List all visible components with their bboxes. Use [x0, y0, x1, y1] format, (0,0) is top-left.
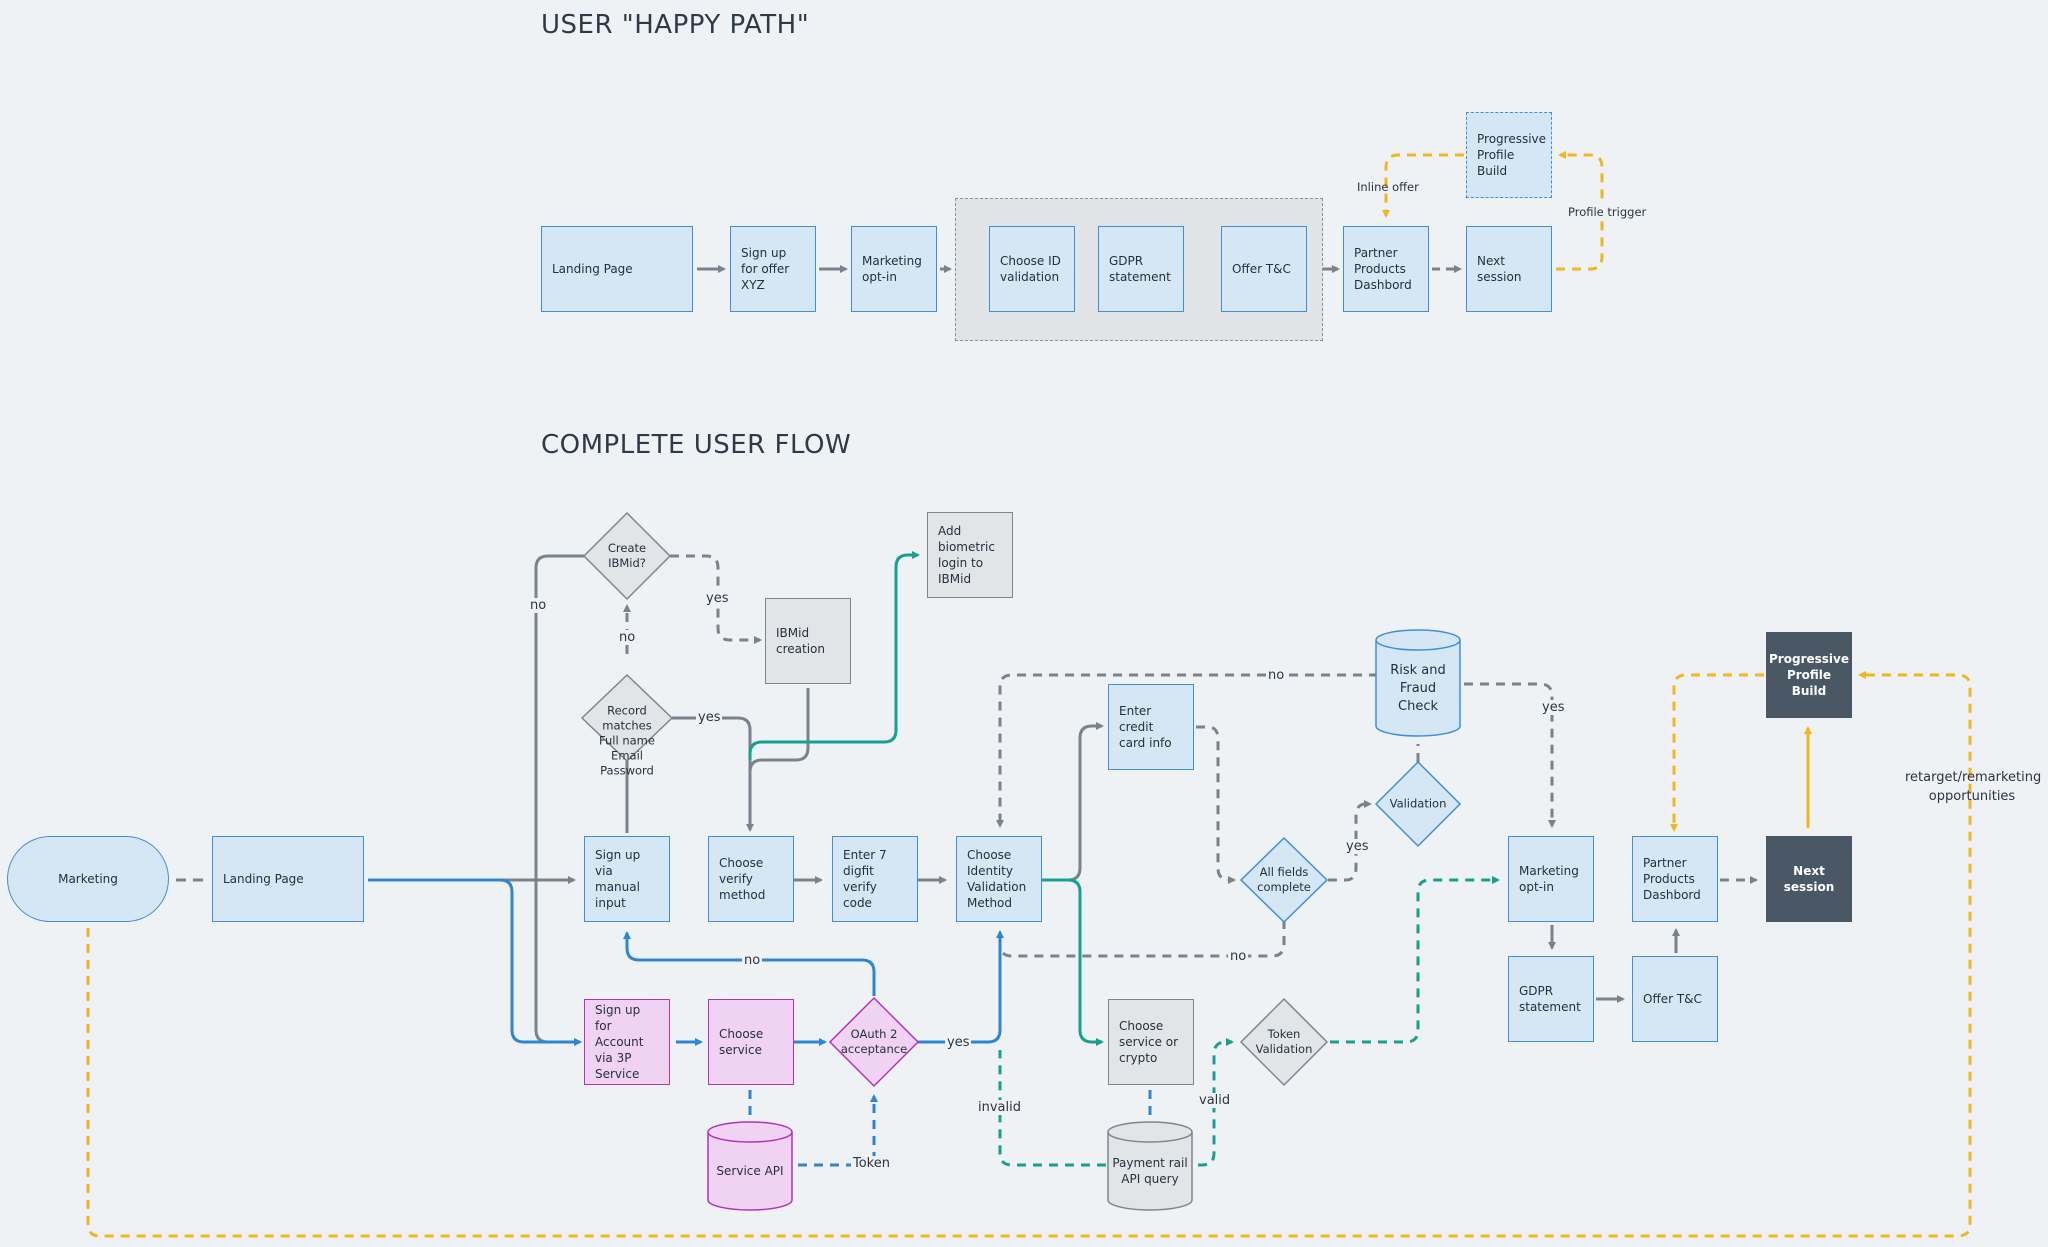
hp-sign-up-offer[interactable]: Sign up for offer XYZ — [730, 226, 816, 312]
offer-tc-node[interactable]: Offer T&C — [1632, 956, 1718, 1042]
edge-api-token — [798, 1094, 878, 1167]
edge-label-yes-record: yes — [696, 710, 723, 725]
edge-label-no-risk: no — [1266, 668, 1287, 683]
edge-payment-invalid — [998, 1050, 1106, 1167]
edge-oauth-yes — [918, 930, 1004, 1044]
create-ibmid-label: Create IBMid? — [607, 541, 647, 570]
edge-verify-biometric — [748, 551, 920, 760]
record-matches-diamond — [580, 673, 674, 763]
edge-label-no-allfields: no — [1228, 949, 1249, 964]
hp-profile-trigger-label: Profile trigger — [1566, 205, 1649, 220]
service-api-label: Service API — [716, 1164, 784, 1178]
validation-label: Validation — [1389, 796, 1447, 811]
sign-up-3p-node[interactable]: Sign up for Account via 3P Service — [584, 999, 670, 1085]
all-fields-label: All fields complete — [1257, 865, 1311, 894]
edge-label-yes-allfields: yes — [1344, 839, 1371, 854]
hp-marketing-optin[interactable]: Marketing opt-in — [851, 226, 937, 312]
edge-hp-inline-offer — [1382, 153, 1464, 218]
enter-code-node[interactable]: Enter 7 digfit verify code — [832, 836, 918, 922]
edge-retarget-loop — [86, 671, 1972, 1238]
partner-dashboard-node[interactable]: Partner Products Dashbord — [1632, 836, 1718, 922]
hp-landing-page[interactable]: Landing Page — [541, 226, 693, 312]
all-fields-diamond — [1239, 836, 1329, 924]
token-validation-diamond — [1239, 997, 1329, 1087]
edge-label-valid: valid — [1197, 1093, 1233, 1108]
edge-token-optin — [1330, 876, 1500, 1044]
add-biometric-node[interactable]: Add biometric login to IBMid — [927, 512, 1013, 598]
choose-verify-node[interactable]: Choose verify method — [708, 836, 794, 922]
progressive-profile-node[interactable]: Progressive Profile Build — [1766, 632, 1852, 718]
edge-ibmid-verify — [748, 688, 810, 800]
edge-landing-3p — [368, 878, 582, 1046]
hp-partner-dashboard[interactable]: Partner Products Dashbord — [1343, 226, 1429, 312]
edge-label-yes-oauth: yes — [945, 1035, 972, 1050]
choose-service-crypto-node[interactable]: Choose service or crypto — [1108, 999, 1194, 1085]
risk-fraud-label: Risk and Fraud Check — [1390, 663, 1446, 714]
token-validation-label: Token Validation — [1255, 1027, 1313, 1056]
hp-next-session[interactable]: Next session — [1466, 226, 1552, 312]
choose-identity-node[interactable]: Choose Identity Validation Method — [956, 836, 1042, 922]
ibmid-creation-node[interactable]: IBMid creation — [765, 598, 851, 684]
happy-path-title: USER "HAPPY PATH" — [541, 10, 810, 40]
hp-offer-tc[interactable]: Offer T&C — [1221, 226, 1307, 312]
hp-inline-offer-label: Inline offer — [1357, 180, 1419, 194]
edge-risk-no-identity — [996, 673, 1378, 828]
payment-rail-label: Payment rail API query — [1112, 1156, 1188, 1186]
landing-page-node[interactable]: Landing Page — [212, 836, 364, 922]
edge-label-yes-risk: yes — [1540, 700, 1567, 715]
service-api-cylinder — [707, 1121, 793, 1211]
edge-label-token: Token — [851, 1156, 892, 1171]
hp-choose-id-validation[interactable]: Choose ID validation — [989, 226, 1075, 312]
payment-rail-cylinder — [1107, 1121, 1193, 1211]
enter-credit-node[interactable]: Enter credit card info — [1108, 684, 1194, 770]
edge-allfields-validation — [1328, 800, 1372, 882]
gdpr-statement-node[interactable]: GDPR statement — [1508, 956, 1594, 1042]
choose-service-node[interactable]: Choose service — [708, 999, 794, 1085]
record-matches-label: Record matches Full name Email Password — [599, 703, 655, 778]
edge-label-invalid: invalid — [976, 1100, 1023, 1115]
risk-fraud-cylinder — [1375, 629, 1461, 737]
edge-create-no — [534, 554, 584, 1046]
edge-identity-crypto — [1042, 878, 1104, 1046]
validation-diamond — [1374, 760, 1462, 848]
hp-gdpr-statement[interactable]: GDPR statement — [1098, 226, 1184, 312]
sign-up-manual-node[interactable]: Sign up via manual input — [584, 836, 670, 922]
edge-label-no-record: no — [617, 630, 638, 645]
marketing-node[interactable]: Marketing — [7, 836, 169, 922]
edge-label-yes-create: yes — [704, 591, 731, 606]
edge-label-no-create: no — [528, 598, 549, 613]
complete-flow-title: COMPLETE USER FLOW — [541, 430, 852, 460]
edge-record-yes-verify — [672, 716, 754, 832]
marketing-optin-node[interactable]: Marketing opt-in — [1508, 836, 1594, 922]
edge-progressive-partner — [1670, 673, 1764, 832]
oauth-label: OAuth 2 acceptance — [840, 1027, 908, 1056]
next-session-node[interactable]: Next session — [1766, 836, 1852, 922]
edge-risk-yes-optin — [1464, 682, 1556, 828]
create-ibmid-diamond — [582, 511, 672, 601]
hp-progressive-profile[interactable]: Progressive Profile Build — [1466, 112, 1552, 198]
oauth-diamond — [828, 996, 920, 1088]
edge-credit-allfields — [1196, 725, 1236, 884]
edge-label-no-oauth: no — [742, 953, 763, 968]
edge-identity-credit — [1042, 722, 1104, 882]
retarget-label: retarget/remarketing opportunities — [1905, 770, 2042, 804]
